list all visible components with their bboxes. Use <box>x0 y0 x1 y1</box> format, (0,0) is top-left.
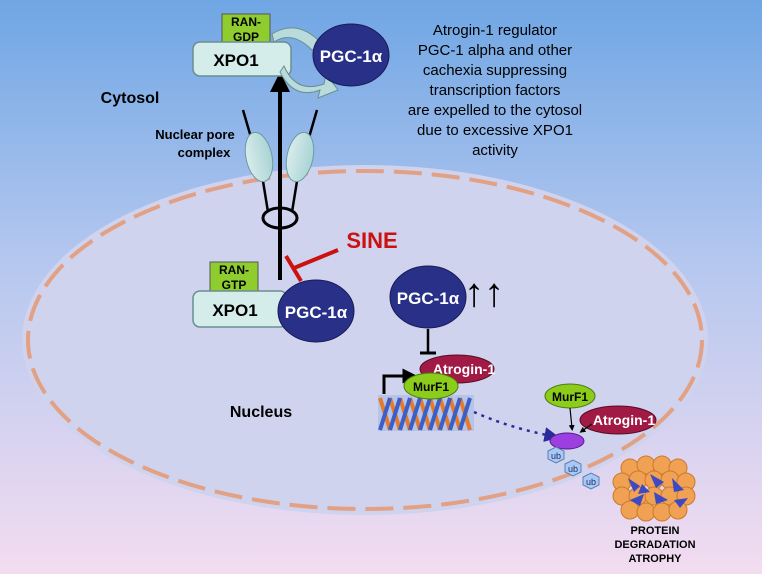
pgc1a-upregulated <box>389 265 467 329</box>
description-line-2: PGC-1 alpha and other <box>418 42 572 59</box>
nucleus-body <box>22 165 708 515</box>
ran-gtp-box <box>209 261 259 295</box>
proteasome <box>612 455 696 522</box>
upregulation-arrows: ↑↑ <box>464 271 504 315</box>
description-line-7: activity <box>472 142 518 159</box>
pore-label-1: Nuclear pore <box>155 127 234 142</box>
description-line-5: are expelled to the cytosol <box>408 102 582 119</box>
description-line-6: due to excessive XPO1 <box>417 122 573 139</box>
outcome-line-1: PROTEIN <box>631 525 680 537</box>
ub-label-2: ub <box>568 464 578 474</box>
transcription-start-arrow <box>382 368 418 394</box>
pgc1a-cytosol-label: PGC-1α <box>320 47 383 66</box>
description-line-4: transcription factors <box>430 82 561 99</box>
pore-protein-right <box>285 131 315 183</box>
sine-inhibition-bar <box>284 254 303 283</box>
murf1-cytosol-label: MurF1 <box>552 390 588 404</box>
ub-label-1: ub <box>551 451 561 461</box>
outcome-line-3: ATROPHY <box>629 553 683 565</box>
atrogin1-gene-label: Atrogin-1 <box>433 361 495 377</box>
atrogin1-cytosol-oval <box>579 405 657 435</box>
nucleus-label: Nucleus <box>230 404 292 421</box>
ran-gdp-box <box>221 13 271 47</box>
ran-gdp-label-1: RAN- <box>231 15 261 29</box>
pore-protein-left <box>244 131 274 183</box>
ub-label-3: ub <box>586 477 596 487</box>
xpo1-nuclear-label: XPO1 <box>212 301 257 320</box>
ran-gdp-label-2: GDP <box>233 30 259 44</box>
description-line-3: cachexia suppressing <box>423 62 567 79</box>
xpo1-top-label: XPO1 <box>213 51 258 70</box>
sine-inhibition-line <box>293 248 339 270</box>
pore-label-2: complex <box>178 145 232 160</box>
ubiquitin-hex-1 <box>547 446 565 464</box>
murf1-gene-label: MurF1 <box>413 380 449 394</box>
murf1-to-substrate-arrow <box>568 407 575 431</box>
description-text: Atrogin-1 regulator PGC-1 alpha and othe… <box>408 22 582 159</box>
curved-export-arrow-upper <box>271 27 323 51</box>
ran-gtp-label-1: RAN- <box>219 263 249 277</box>
description-line-1: Atrogin-1 regulator <box>433 22 557 39</box>
pgc1a-cytosol <box>312 23 390 87</box>
ubiquitin-hex-3 <box>582 472 600 490</box>
xpo1-top-box <box>192 41 292 77</box>
sine-label: SINE <box>346 228 397 253</box>
export-dotted-arrow <box>473 410 560 442</box>
ubiquitin-chain: ub ub ub <box>547 446 600 490</box>
ubiquitin-hex-2 <box>564 459 582 477</box>
ran-gtp-label-2: GTP <box>222 278 247 292</box>
nuclear-envelope <box>26 169 704 511</box>
cytosol-label: Cytosol <box>101 90 160 107</box>
atrogin1-to-substrate-arrow <box>579 423 593 433</box>
atrogin1-cytosol-label: Atrogin-1 <box>593 412 655 428</box>
outcome-line-2: DEGRADATION <box>614 539 695 551</box>
pgc1a-nuclear-label: PGC-1α <box>285 303 348 322</box>
pgc1a-nuclear <box>277 279 355 343</box>
curved-export-arrow-lower <box>279 64 339 99</box>
murf1-gene-oval <box>403 372 459 400</box>
pgc1a-upregulated-label: PGC-1α <box>397 289 460 308</box>
dna-strands <box>378 395 474 431</box>
substrate-protein <box>549 432 585 450</box>
